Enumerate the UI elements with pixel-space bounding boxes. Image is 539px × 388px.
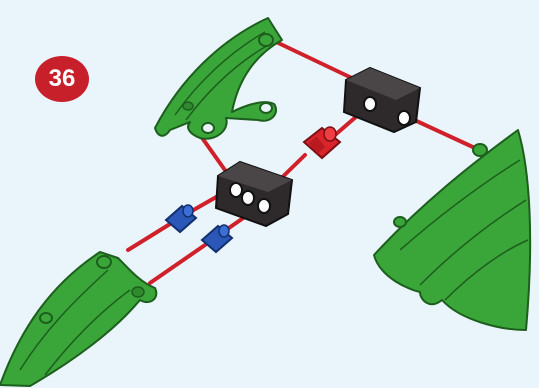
upper-connector-block bbox=[344, 68, 420, 132]
red-peg bbox=[304, 127, 340, 158]
top-wing-part bbox=[155, 18, 282, 139]
guide-line-blue-peg-to-lower-panel-a bbox=[128, 224, 170, 250]
guide-line-top-wing-to-upper-block bbox=[272, 40, 356, 80]
lower-left-panel-part bbox=[0, 252, 156, 386]
lower-connector-block bbox=[216, 162, 292, 226]
right-panel-part bbox=[374, 130, 530, 330]
guide-line-blue-peg-to-lower-panel-b bbox=[150, 245, 205, 283]
blue-peg bbox=[166, 205, 196, 232]
guide-line-upper-block-to-right-panel bbox=[410, 118, 475, 148]
step-number-badge: 36 bbox=[35, 56, 89, 102]
blue-peg bbox=[202, 225, 232, 252]
